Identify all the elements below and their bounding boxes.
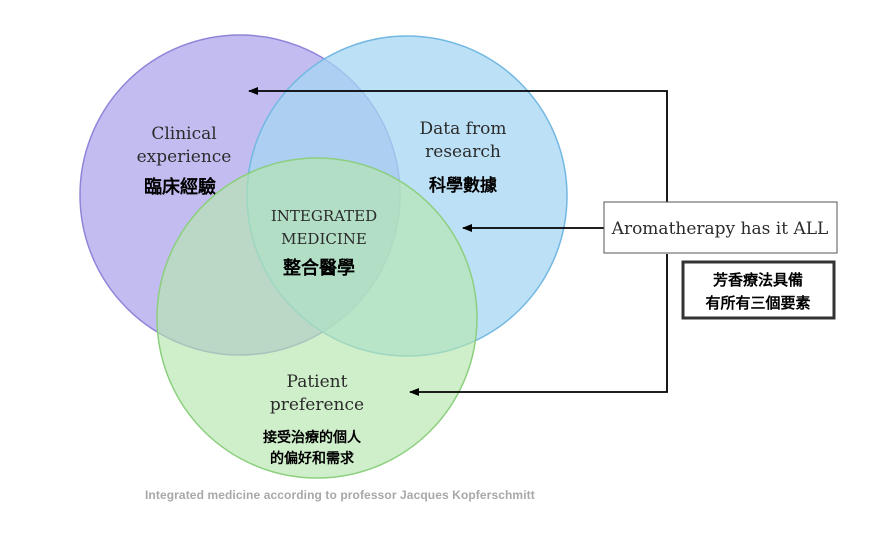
chinese-summary-line1: 芳香療法具備 <box>713 271 803 289</box>
chinese-summary-box <box>681 260 836 320</box>
figure-caption: Integrated medicine according to profess… <box>145 488 535 502</box>
aromatherapy-label: Aromatherapy has it ALL <box>611 219 829 239</box>
arrow-to-clinical <box>248 87 668 202</box>
clinical-label-line2: experience <box>137 147 232 167</box>
clinical-label-zh: 臨床經驗 <box>144 176 216 198</box>
patient-label-zh-line2: 的偏好和需求 <box>270 450 355 467</box>
patient-label-line2: preference <box>270 395 364 415</box>
chinese-summary-line2: 有所有三個要素 <box>705 294 810 312</box>
clinical-label-line1: Clinical <box>151 124 216 144</box>
research-label-zh: 科學數據 <box>429 175 498 196</box>
research-label-line1: Data from <box>420 119 507 139</box>
arrow-to-patient <box>409 254 668 396</box>
patient-preference-circle <box>156 157 478 479</box>
center-label-line2: MEDICINE <box>281 230 367 248</box>
patient-label-line1: Patient <box>287 372 348 392</box>
center-label-zh: 整合醫學 <box>282 257 355 279</box>
center-label-line1: INTEGRATED <box>271 207 377 225</box>
research-label-line2: research <box>425 142 501 162</box>
aromatherapy-box <box>603 201 838 254</box>
patient-label-zh-line1: 接受治療的個人 <box>263 429 362 446</box>
